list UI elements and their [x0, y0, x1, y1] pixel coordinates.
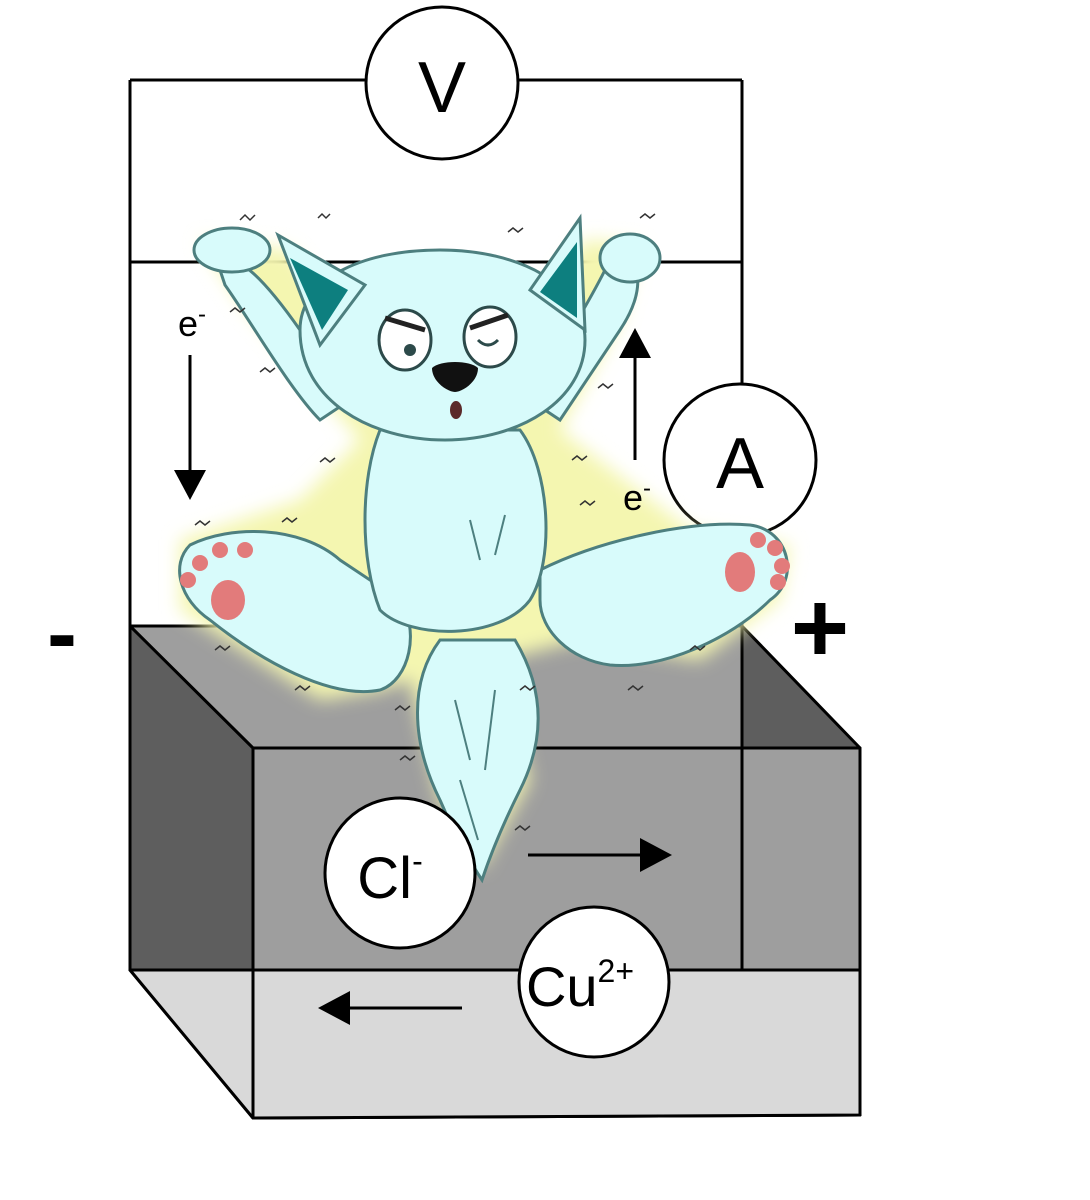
- voltmeter-circle: [364, 5, 520, 161]
- creature-tail: [416, 638, 540, 884]
- creature-right-foot-pads: [725, 532, 790, 592]
- voltmeter-label: V: [418, 48, 466, 128]
- positive-terminal-sign: +: [791, 572, 849, 684]
- creature-left-foot-pads: [180, 542, 253, 620]
- ammeter-label: A: [716, 424, 764, 504]
- creature-body: [363, 428, 548, 633]
- electron-flow-left: e-: [174, 301, 206, 500]
- electron-flow-right: e-: [619, 328, 651, 518]
- fox-creature-illustration: [178, 212, 790, 884]
- creature-face: [377, 305, 518, 419]
- chloride-ion-circle: [323, 796, 477, 950]
- copper-ion: Cu2+: [517, 905, 671, 1059]
- creature-left-leg: [178, 530, 412, 693]
- chloride-direction-arrow: [528, 838, 672, 872]
- creature-right-leg: [538, 522, 789, 668]
- electron-left-label: e-: [178, 301, 206, 344]
- negative-terminal-sign: -: [47, 584, 77, 684]
- creature-right-hand: [598, 232, 662, 284]
- electrolyte-tank: [128, 624, 862, 1120]
- static-sparks: [194, 212, 706, 831]
- chloride-ion-label: Cl-: [357, 843, 422, 911]
- creature-left-hand: [192, 226, 272, 274]
- copper-direction-arrow: [318, 991, 462, 1025]
- copper-ion-label: Cu2+: [526, 953, 634, 1018]
- electron-right-label: e-: [623, 475, 651, 518]
- voltmeter: V: [364, 5, 520, 161]
- ammeter: A: [662, 382, 818, 538]
- copper-ion-circle: [517, 905, 671, 1059]
- creature-head: [298, 248, 587, 442]
- chloride-ion: Cl-: [323, 796, 477, 950]
